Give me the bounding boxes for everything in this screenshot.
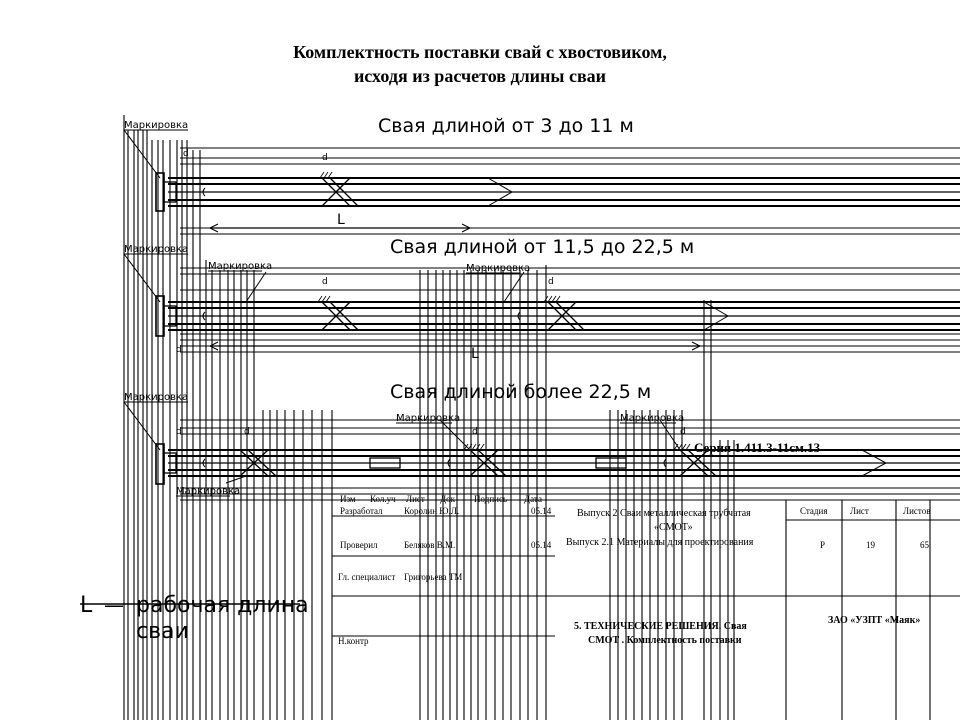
header-kol-uch: Кол.уч: [370, 494, 396, 504]
pile-1: [155, 172, 960, 233]
dim-d-8: d: [472, 427, 478, 437]
name-developer: Королин Ю.Л.: [404, 506, 460, 516]
col-sheet: Лист: [850, 506, 869, 516]
role-developer: Разработал: [340, 506, 383, 516]
marking-label-2: Маркировка: [124, 244, 188, 255]
pile-3: [155, 419, 960, 485]
series-label: Серия 1.411.3-11см.13: [694, 440, 821, 455]
date-checker: 05.14: [531, 540, 552, 550]
role-chief-specialist: Гл. специалист: [338, 572, 396, 582]
pile-2: [155, 271, 960, 351]
legend-dash: —: [104, 593, 124, 617]
marking-label-6: Маркировка: [396, 413, 460, 424]
company-name: ЗАО «УЗПТ «Маяк»: [828, 615, 921, 626]
doc-line-1: Выпуск 2 Сваи металлическая трубчатая: [577, 508, 751, 519]
group-1-heading: Свая длиной от 3 до 11 м: [378, 115, 634, 137]
dim-d-7: d: [244, 427, 250, 437]
marking-label-3: Маркировка: [208, 261, 272, 272]
header-data: Дата: [524, 494, 542, 504]
stamp-frame: [332, 499, 960, 637]
dim-d-5: d: [176, 345, 182, 355]
val-sheets: 65: [920, 540, 929, 550]
marking-label-7: Маркировка: [620, 413, 684, 424]
role-norm-control: Н.контр: [338, 636, 369, 646]
marking-leaders: [123, 129, 676, 497]
dim-d-3: d: [322, 277, 328, 287]
legend-symbol: L: [80, 593, 93, 618]
section-line-2: СМОТ . Комплектность поставки: [588, 635, 742, 646]
doc-line-3: Выпуск 2.1 Материалы для проектирования: [566, 537, 754, 548]
val-stage: Р: [820, 540, 826, 550]
dim-d-4: d: [548, 277, 554, 287]
marking-label-8: Маркировка: [176, 486, 240, 497]
page-title-line-1: Комплектность поставки свай с хвостовико…: [293, 42, 667, 62]
header-izm: Изм: [340, 494, 356, 504]
name-chief-specialist: Григорьева ТМ: [404, 572, 463, 582]
dim-d-2: d: [322, 153, 328, 163]
dim-d-1: d: [183, 149, 189, 159]
horizontal-construction-lines: [180, 147, 960, 501]
date-developer: 05.14: [531, 506, 552, 516]
hatch-blocks: [317, 171, 691, 451]
doc-line-2: «СМОТ»: [654, 522, 693, 533]
legend-text-line-2: сваи: [136, 619, 189, 644]
name-checker: Беляков В.М.: [404, 540, 456, 550]
group-2-heading: Свая длиной от 11,5 до 22,5 м: [390, 236, 694, 258]
dim-d-6: d: [176, 427, 182, 437]
section-line-1: 5. ТЕХНИЧЕСКИЕ РЕШЕНИЯ. Свая: [574, 621, 747, 632]
header-list: Лист: [406, 494, 425, 504]
header-dok: Док: [440, 494, 456, 504]
page-title-line-2: исходя из расчетов длины сваи: [353, 66, 607, 86]
role-checker: Проверил: [340, 540, 378, 550]
header-podpis: Подпись: [474, 494, 508, 504]
dim-L-1: L: [337, 212, 345, 228]
marking-label-4: Маркировка: [466, 263, 530, 274]
col-sheets: Листов: [903, 506, 931, 516]
legend-text-line-1: рабочая длина: [136, 593, 309, 618]
vertical-construction-lines: [123, 115, 931, 720]
group-3-heading: Свая длиной более 22,5 м: [390, 381, 651, 403]
marking-label-5: Маркировка: [124, 392, 188, 403]
marking-label-1: Маркировка: [124, 120, 188, 131]
dim-L-2: L: [471, 346, 479, 362]
val-sheet: 19: [866, 540, 875, 550]
dim-d-9: d: [680, 427, 686, 437]
col-stage: Стадия: [800, 506, 828, 516]
